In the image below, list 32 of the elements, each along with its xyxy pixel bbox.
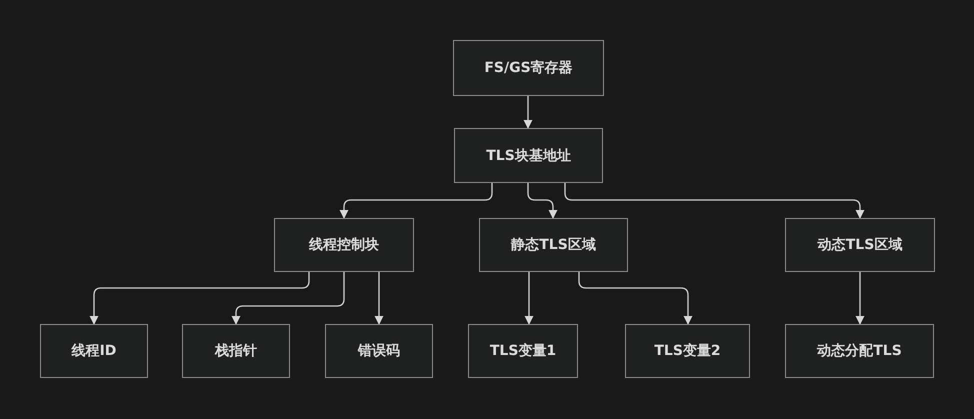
box-label: TLS变量2 [654, 342, 721, 360]
box-label: 线程控制块 [309, 236, 379, 254]
process-box [479, 218, 628, 272]
arrow [524, 96, 532, 129]
process-box [274, 218, 414, 272]
arrow [90, 272, 310, 325]
box-label: TLS块基地址 [486, 146, 571, 164]
process-box [182, 324, 290, 378]
arrow [564, 183, 864, 219]
arrow [374, 272, 384, 325]
box-label: 动态分配TLS [817, 342, 902, 360]
box-label: 动态TLS区域 [818, 236, 902, 254]
process-box [625, 324, 750, 378]
arrow [527, 183, 558, 219]
box-label: TLS变量1 [490, 342, 556, 360]
arrow [524, 272, 534, 325]
box-label: FS/GS寄存器 [484, 59, 573, 77]
box-label: 静态TLS区域 [511, 236, 596, 254]
process-box [468, 324, 578, 378]
arrow [232, 272, 345, 325]
box-label: 栈指针 [215, 342, 257, 360]
process-box [454, 128, 603, 183]
process-box [453, 40, 604, 96]
arrow [340, 183, 493, 219]
arrow [578, 272, 692, 325]
box-label: 错误码 [358, 342, 400, 360]
process-box [325, 324, 433, 378]
process-box [785, 218, 935, 272]
process-box [785, 324, 934, 378]
arrow [856, 272, 864, 325]
process-box [40, 324, 148, 378]
box-label: 线程ID [72, 342, 116, 360]
